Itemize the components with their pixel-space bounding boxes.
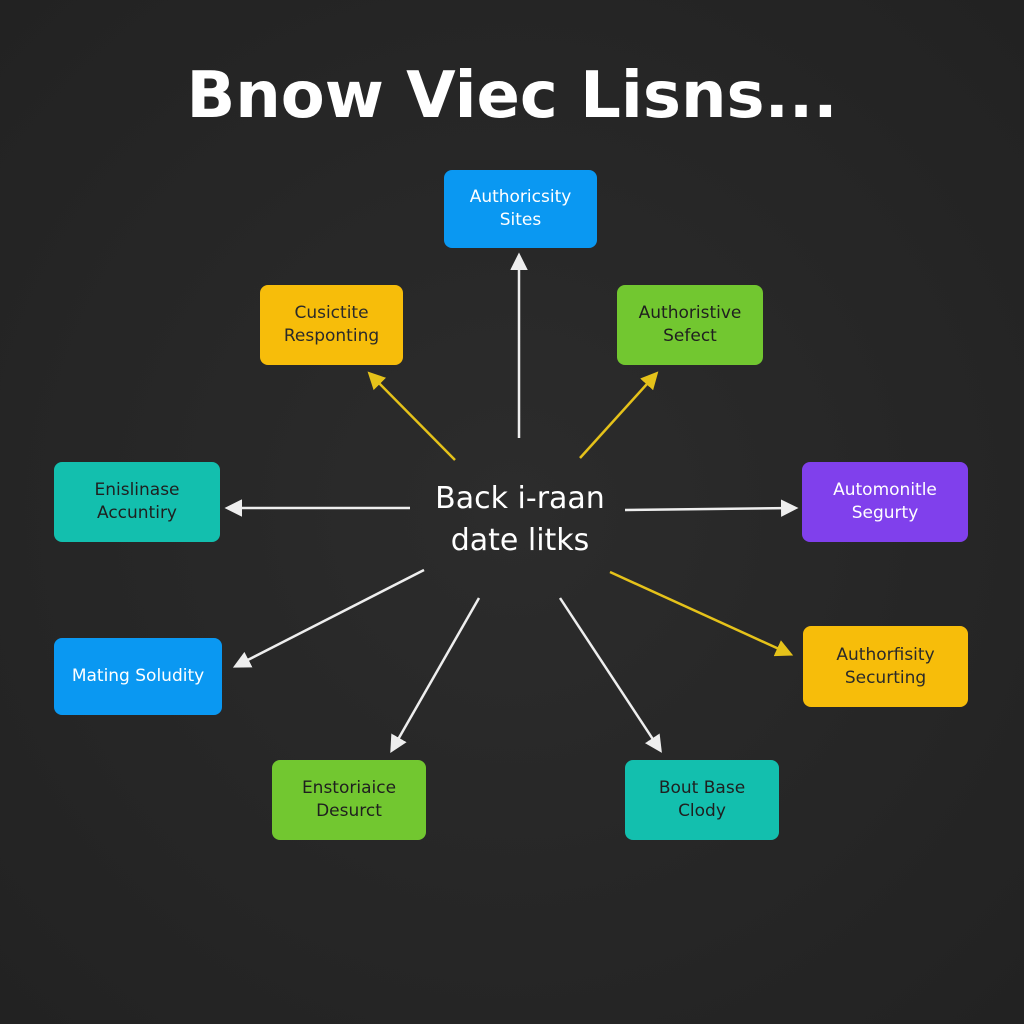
- node-authorfisity-securting[interactable]: Authorfisity Securting: [803, 626, 968, 707]
- central-concept: Back i-raan date litks: [392, 478, 648, 562]
- central-concept-line2: date litks: [450, 523, 590, 558]
- node-right-line1: Automonitle: [833, 480, 937, 500]
- arrow-to-bottom-right: [558, 597, 662, 753]
- arrow-to-lower-left: [232, 568, 425, 668]
- node-bottom-right-line2: Clody: [678, 801, 726, 821]
- arrow-to-upper-right: [579, 371, 659, 459]
- node-authoristive-sefect[interactable]: Authoristive Sefect: [617, 285, 763, 365]
- node-upper-right-line1: Authoristive: [638, 303, 742, 323]
- node-lower-right-line1: Authorfisity: [836, 644, 935, 665]
- node-upper-right-line2: Sefect: [663, 326, 717, 346]
- node-bottom-right-line1: Bout Base: [658, 778, 746, 798]
- node-lower-left-line1: Mating Soludity: [71, 666, 205, 686]
- node-right-line2: Segurty: [851, 503, 919, 523]
- node-top-line1: Authoricsity: [469, 187, 572, 207]
- node-automonitle-segurty[interactable]: Automonitle Segurty: [802, 462, 968, 542]
- arrow-to-right: [624, 499, 799, 517]
- node-bottom-left-line1: Enstoriaice: [301, 778, 397, 798]
- node-upper-left-line2: Responting: [283, 326, 380, 346]
- node-authoricsity-sites[interactable]: Authoricsity Sites: [444, 170, 597, 248]
- central-concept-line1: Back i-raan: [435, 481, 605, 516]
- diagram-title: Bnow Viec Lisns...: [186, 59, 838, 133]
- node-upper-left-line1: Cusictite: [294, 303, 369, 323]
- arrow-to-bottom-left: [390, 597, 481, 754]
- node-top-line2: Sites: [499, 210, 542, 230]
- node-mating-soludity[interactable]: Mating Soludity: [54, 638, 222, 715]
- node-lower-right-line2: Securting: [844, 667, 927, 688]
- node-bout-base-clody[interactable]: Bout Base Clody: [625, 760, 779, 840]
- arrow-to-upper-left: [367, 371, 456, 461]
- node-bottom-left-line2: Desurct: [316, 801, 382, 821]
- node-left-line1: Enislinase: [94, 480, 180, 500]
- node-enstoriaice-desurct[interactable]: Enstoriaice Desurct: [272, 760, 426, 840]
- node-enislinase-accuntiry[interactable]: Enislinase Accuntiry: [54, 462, 220, 542]
- node-cusictite-responting[interactable]: Cusictite Responting: [260, 285, 403, 365]
- arrow-to-lower-right: [609, 570, 794, 657]
- node-left-line2: Accuntiry: [96, 503, 177, 523]
